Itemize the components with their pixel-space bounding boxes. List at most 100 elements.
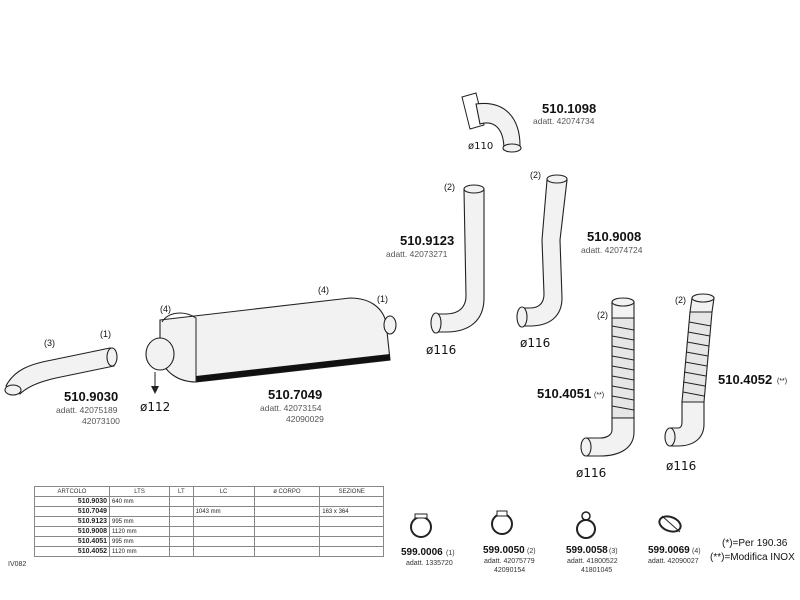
- clamp-ring-icon: [491, 513, 513, 535]
- part-code: 510.4052: [718, 372, 772, 387]
- clamp-adatt: adatt. 42090027: [648, 558, 699, 565]
- table-cell: [253, 536, 321, 547]
- part-diameter: ø116: [520, 336, 550, 350]
- clamp-ring-icon: [576, 519, 596, 539]
- part-tag: (2): [444, 182, 455, 192]
- table-row: 510.9008 1120 mm: [34, 526, 384, 537]
- clamp-code: 599.0069: [648, 545, 690, 556]
- table-row: 510.4051 995 mm: [34, 536, 384, 547]
- clamp-tag: (1): [446, 550, 455, 557]
- clamp-bolt: [414, 513, 428, 519]
- clamp-adatt: adatt. 1335720: [406, 560, 453, 567]
- clamp-tag: (2): [527, 548, 536, 555]
- table-row: 510.4052 1120 mm: [34, 546, 384, 557]
- part-adatt: adatt. 42074724: [581, 245, 643, 255]
- part-mark: (**): [777, 378, 787, 385]
- elbow: [585, 417, 635, 457]
- pipe-body: [521, 179, 568, 327]
- table-cell: [108, 506, 171, 517]
- table-cell: [253, 516, 321, 527]
- table-row: 510.9030 640 mm: [34, 496, 384, 507]
- clamp-adatt-2: 42090154: [494, 567, 525, 574]
- clamp-tag: (4): [692, 548, 701, 555]
- arrow-down-icon: [151, 386, 159, 394]
- clamp-bolt: [496, 510, 508, 517]
- part-tag: (1): [377, 294, 388, 304]
- table-cell: 640 mm: [108, 496, 171, 507]
- table-cell-article: 510.7049: [34, 506, 110, 517]
- part-510-9008[interactable]: (2) 510.9008 adatt. 42074724 ø116: [516, 170, 643, 350]
- part-510-1098[interactable]: 510.1098 adatt. 42074734 ø110: [461, 92, 596, 153]
- note-modifica: (**)=Modifica INOX: [710, 552, 795, 563]
- clamp-ring-icon: [410, 516, 432, 538]
- pipe-body: [435, 189, 485, 333]
- pipe-end-bottom: [430, 312, 442, 334]
- table-cell: [319, 536, 384, 547]
- part-adatt: adatt. 42074734: [533, 116, 595, 126]
- clamp-adatt-2: 41801045: [581, 567, 612, 574]
- clamp-599-0050[interactable]: 599.0050 (2) adatt. 42075779 42090154: [483, 510, 536, 574]
- part-tag: (2): [675, 295, 686, 305]
- table-row: 510.9123 995 mm: [34, 516, 384, 527]
- clamp-code: 599.0006: [401, 547, 443, 558]
- part-adatt-2: 42073100: [82, 416, 120, 426]
- note-per: (*)=Per 190.36: [722, 538, 788, 549]
- part-510-7049[interactable]: (4) (4) (1) ø112 510.7049 adatt. 4207315…: [140, 285, 397, 424]
- part-510-9030[interactable]: (3) (1) 510.9030 adatt. 42075189 4207310…: [4, 329, 120, 426]
- part-510-4052[interactable]: (2) 510.4052 (**) ø116: [664, 293, 787, 473]
- pipe-end-top: [611, 297, 635, 307]
- part-code: 510.4051: [537, 386, 591, 401]
- table-cell-article: 510.9123: [34, 516, 110, 527]
- part-code: 510.1098: [542, 101, 596, 116]
- outlet-stub: [383, 315, 397, 335]
- flex-corrugation: [682, 321, 712, 397]
- table-cell: [319, 526, 384, 537]
- part-510-9123[interactable]: (2) 510.9123 adatt. 42073271 ø116: [386, 182, 485, 357]
- pipe-end-top: [546, 174, 568, 184]
- part-code: 510.7049: [268, 387, 322, 402]
- clamp-code: 599.0058: [566, 545, 608, 556]
- clamp-599-0058[interactable]: 599.0058 (3) adatt. 41800522 41801045: [566, 511, 618, 574]
- table-cell: [253, 526, 321, 537]
- table-cell: 1120 mm: [108, 526, 171, 537]
- pipe-end-top: [463, 184, 485, 194]
- table-header-cell: LC: [192, 486, 255, 497]
- clamp-code: 599.0050: [483, 545, 525, 556]
- inlet-stub: [145, 337, 175, 371]
- clamp-599-0069[interactable]: 599.0069 (4) adatt. 42090027: [648, 514, 701, 565]
- table-cell: [253, 506, 321, 517]
- clamp-strap: [661, 515, 681, 533]
- table-cell: 1043 mm: [192, 506, 255, 517]
- table-header-cell: LTS: [108, 486, 171, 497]
- parts-table: ARTCOLO LTS LT LC ø CORPO SEZIONE 510.90…: [34, 486, 384, 557]
- table-header-cell: LT: [169, 486, 194, 497]
- part-adatt-2: 42090029: [286, 414, 324, 424]
- table-side-label: IV082: [8, 561, 27, 568]
- flange-plate: [461, 92, 485, 130]
- clamp-599-0006[interactable]: 599.0006 (1) adatt. 1335720: [401, 513, 455, 567]
- table-cell: [169, 496, 194, 507]
- pipe-end: [502, 143, 522, 153]
- part-diameter: ø116: [426, 343, 456, 357]
- part-code: 510.9008: [587, 229, 641, 244]
- silencer-end-cap: [161, 312, 197, 382]
- table-cell: [169, 516, 194, 527]
- pipe-end-bottom: [580, 437, 592, 457]
- part-510-4051[interactable]: (2) 510.4051 (**) ø116: [537, 297, 635, 480]
- table-cell: [253, 546, 321, 557]
- part-adatt: adatt. 42073271: [386, 249, 448, 259]
- clamp-eye: [581, 511, 591, 521]
- part-tag: (3): [44, 338, 55, 348]
- table-cell-article: 510.9008: [34, 526, 110, 537]
- table-cell: 163 x 364: [319, 506, 384, 517]
- table-cell: 1120 mm: [108, 546, 171, 557]
- part-diameter: ø112: [140, 400, 170, 414]
- part-tag: (1): [100, 329, 111, 339]
- part-code: 510.9123: [400, 233, 454, 248]
- clamp-adatt: adatt. 41800522: [567, 558, 618, 565]
- pipe-end-right: [106, 347, 118, 367]
- pipe-end-left: [4, 384, 22, 396]
- table-cell: [169, 546, 194, 557]
- clamp-band-icon: [658, 515, 682, 533]
